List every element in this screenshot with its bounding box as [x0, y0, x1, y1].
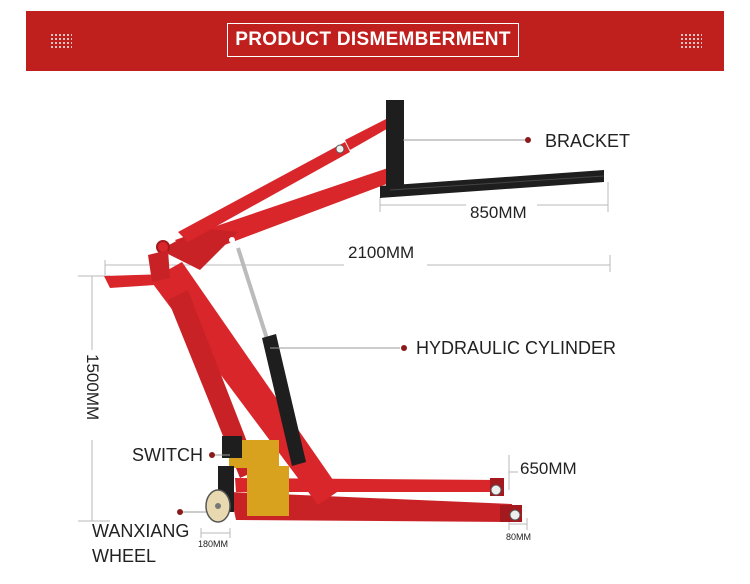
- bracket: [380, 100, 605, 198]
- boom: [156, 118, 392, 270]
- dim-height: 1500MM: [83, 354, 102, 421]
- rear-wheel: [205, 466, 234, 523]
- handle: [104, 250, 170, 288]
- hydraulic-cylinder: [236, 247, 306, 466]
- header-banner: PRODUCT DISMEMBERMENT: [26, 11, 724, 71]
- banner-dots-right: [680, 33, 702, 49]
- pump-unit: [222, 436, 289, 516]
- label-switch: SWITCH: [132, 445, 203, 465]
- label-hydraulic-cylinder: HYDRAULIC CYLINDER: [416, 338, 617, 358]
- mast: [150, 262, 340, 505]
- banner-title-frame: PRODUCT DISMEMBERMENT: [227, 23, 519, 57]
- dim-total-length: 2100MM: [348, 243, 415, 262]
- dim-fork-length: 850MM: [470, 203, 527, 222]
- leader-lines: [177, 137, 531, 515]
- label-bracket: BRACKET: [545, 131, 631, 151]
- label-wheel-line1: WANXIANG: [92, 521, 190, 541]
- banner-dots-left: [50, 33, 72, 49]
- dimension-lines: [78, 182, 611, 538]
- dim-leg-width: 650MM: [520, 459, 577, 478]
- dim-rear-wheel: 180MM: [198, 539, 229, 549]
- dim-front-wheel: 80MM: [506, 532, 532, 542]
- banner-title: PRODUCT DISMEMBERMENT: [235, 29, 511, 50]
- label-wheel-line2: WHEEL: [92, 546, 157, 566]
